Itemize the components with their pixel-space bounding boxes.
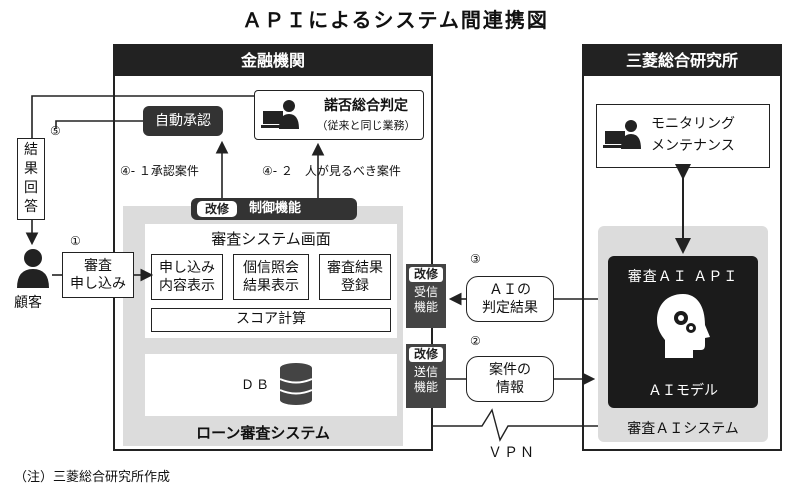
- ai-system-label: 審査ＡＩシステム: [627, 421, 739, 437]
- loan-system-label: ローン審査システム: [196, 424, 330, 442]
- screen-title: 審査システム画面: [211, 230, 331, 248]
- diagram-title: ＡＰＩによるシステム間連携図: [242, 8, 549, 32]
- person-computer-icon-mri: [603, 119, 649, 158]
- step1-label: ①: [70, 234, 81, 248]
- control-tag: 改修: [197, 201, 237, 217]
- decision-label: 諾否総合判定: [324, 98, 408, 114]
- control-label: 制御機能: [249, 201, 302, 216]
- ai-api-label: 審査ＡＩ ＡＰＩ: [627, 269, 739, 285]
- ai-result-box: ＡＩの 判定結果: [466, 276, 554, 322]
- review-screen: 審査システム画面 申し込み 内容表示 個信照会 結果表示 審査結果 登録 スコア…: [145, 224, 397, 338]
- result-reply-box: 結 果 回 答: [17, 138, 45, 220]
- customer-icon: [16, 248, 50, 292]
- ai-model-label: ＡＩモデル: [648, 383, 718, 399]
- step2-label: ②: [470, 334, 481, 348]
- ai-api-panel: 審査ＡＩ ＡＰＩ ＡＩモデル: [608, 256, 758, 408]
- mri-header: 三菱総合研究所: [584, 46, 780, 76]
- customer-label: 顧客: [14, 295, 42, 311]
- person-computer-icon: [261, 99, 307, 133]
- monitoring-label: モニタリング メンテナンス: [651, 116, 735, 154]
- control-function: 改修 制御機能: [191, 198, 357, 220]
- flow-4-1-label: ④- １承認案件: [120, 164, 199, 178]
- decision-box: 諾否総合判定 （従来と同じ業務）: [254, 90, 424, 140]
- case-info-box: 案件の 情報: [466, 356, 554, 402]
- bank-header: 金融機関: [115, 46, 431, 76]
- auto-approve-box: 自動承認: [143, 106, 223, 136]
- db-area: ＤＢ: [145, 354, 397, 416]
- apply-box: 審査 申し込み: [62, 252, 134, 298]
- step5-label: ⑤: [50, 124, 61, 138]
- db-label: ＤＢ: [241, 378, 272, 393]
- flow-4-2-label: ④- ２ 人が見るべき案件: [262, 164, 401, 178]
- decision-sublabel: （従来と同じ業務）: [316, 119, 416, 132]
- database-icon: [279, 362, 313, 412]
- send-tag: 改修: [409, 347, 443, 362]
- footnote: （注）三菱総合研究所作成: [14, 470, 171, 485]
- send-label: 送信 機能: [413, 365, 438, 394]
- receive-tag: 改修: [409, 267, 443, 282]
- application-content-box: 申し込み 内容表示: [151, 254, 223, 300]
- monitoring-box: モニタリング メンテナンス: [596, 104, 770, 168]
- receive-function: 改修 受信 機能: [406, 264, 446, 328]
- step3-label: ③: [470, 252, 481, 266]
- receive-label: 受信 機能: [413, 285, 438, 314]
- review-result-box: 審査結果 登録: [319, 254, 391, 300]
- score-calc-box: スコア計算: [151, 308, 391, 332]
- ai-head-gears-icon: [653, 292, 713, 366]
- credit-inquiry-box: 個信照会 結果表示: [233, 254, 309, 300]
- send-function: 改修 送信 機能: [406, 344, 446, 408]
- vpn-label: ＶＰＮ: [488, 445, 536, 461]
